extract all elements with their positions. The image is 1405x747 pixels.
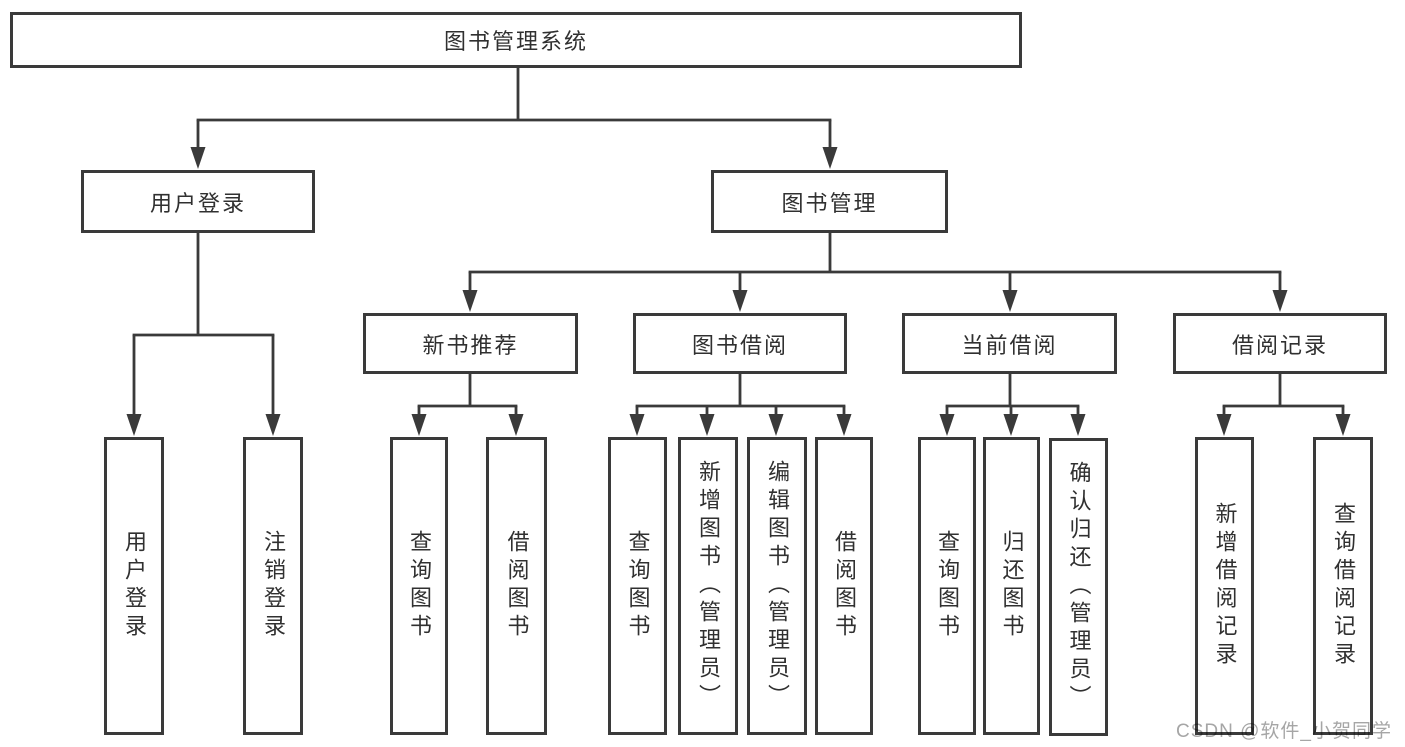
node-borrow-records: 借阅记录 <box>1173 313 1387 374</box>
leaf-query-books-recommend: 查询图书 <box>390 437 448 735</box>
csdn-watermark: CSDN @软件_小贺同学 <box>1176 721 1392 742</box>
node-label: 图书借阅 <box>691 332 788 358</box>
node-library-management-system: 图书管理系统 <box>10 12 1022 68</box>
node-label: 查询借阅记录 <box>1331 502 1356 670</box>
leaf-query-books-borrowing: 查询图书 <box>608 437 667 735</box>
node-label: 查询图书 <box>625 530 651 642</box>
node-book-borrowing: 图书借阅 <box>633 313 847 374</box>
node-label: 用户登录 <box>149 190 246 216</box>
node-book-management: 图书管理 <box>711 170 948 233</box>
node-label: 新增图书（管理员） <box>696 460 721 712</box>
node-label: 查询图书 <box>935 530 960 642</box>
node-label: 图书管理 <box>781 190 878 216</box>
leaf-add-books-admin: 新增图书（管理员） <box>678 437 738 735</box>
node-current-borrowing: 当前借阅 <box>902 313 1117 374</box>
node-user-login: 用户登录 <box>81 170 315 233</box>
node-label: 编辑图书（管理员） <box>765 460 790 712</box>
leaf-return-books: 归还图书 <box>983 437 1040 735</box>
node-label: 借阅图书 <box>504 530 530 642</box>
node-label: 借阅图书 <box>832 530 857 642</box>
node-new-book-recommend: 新书推荐 <box>363 313 578 374</box>
leaf-add-borrow-record: 新增借阅记录 <box>1195 437 1254 735</box>
node-label: 用户登录 <box>122 530 147 642</box>
node-label: 新书推荐 <box>422 332 519 358</box>
leaf-borrow-books: 借阅图书 <box>815 437 873 735</box>
node-label: 归还图书 <box>999 530 1025 642</box>
leaf-confirm-return-admin: 确认归还（管理员） <box>1049 438 1108 736</box>
leaf-logout: 注销登录 <box>243 437 303 735</box>
node-label: 当前借阅 <box>961 332 1058 358</box>
leaf-borrow-books-recommend: 借阅图书 <box>486 437 547 735</box>
node-label: 图书管理系统 <box>443 29 588 54</box>
leaf-user-login: 用户登录 <box>104 437 164 735</box>
node-label: 注销登录 <box>261 530 286 642</box>
leaf-query-books-current: 查询图书 <box>918 437 976 735</box>
leaf-edit-books-admin: 编辑图书（管理员） <box>747 437 807 735</box>
node-label: 确认归还（管理员） <box>1066 461 1092 713</box>
node-label: 查询图书 <box>407 530 432 642</box>
node-label: 新增借阅记录 <box>1212 502 1238 670</box>
leaf-query-borrow-record: 查询借阅记录 <box>1313 437 1373 735</box>
node-label: 借阅记录 <box>1231 332 1328 358</box>
